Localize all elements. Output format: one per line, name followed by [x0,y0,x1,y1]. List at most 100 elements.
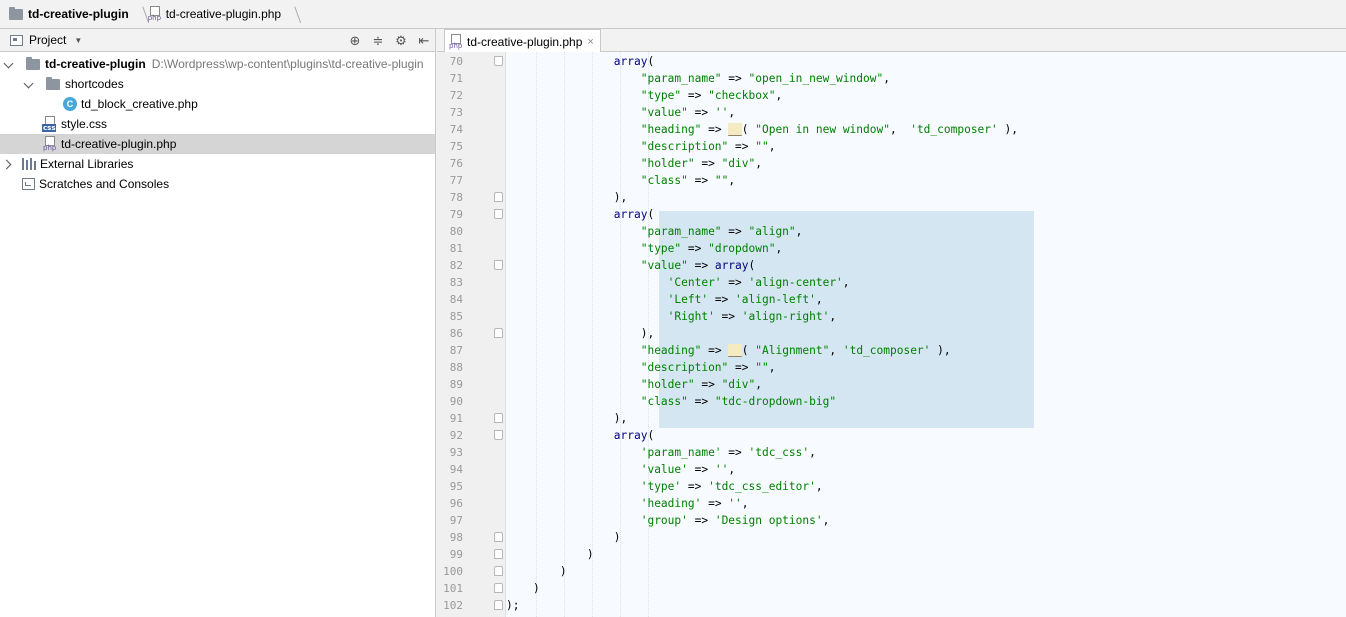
tree-item-td-creative-plugin-php[interactable]: php td-creative-plugin.php [0,134,435,154]
chevron-down-icon[interactable] [22,77,36,91]
code-text: 'param_name' => 'tdc_css', [506,444,816,461]
code-text: ) [506,546,594,563]
code-punctuation: => [687,259,715,272]
code-text: 'Center' => 'align-center', [506,274,850,291]
line-number: 93 [449,446,463,459]
breadcrumb-file[interactable]: php td-creative-plugin.php [148,0,281,29]
code-punctuation: , [883,72,890,85]
code-punctuation: => [681,242,709,255]
code-line[interactable]: 98 ) [437,529,1346,546]
code-punctuation: , [741,497,749,510]
gear-icon[interactable]: ⚙ [395,32,407,48]
code-line[interactable]: 88 "description" => "", [437,359,1346,376]
tree-item-td-block-creative[interactable]: C td_block_creative.php [0,94,435,114]
code-line[interactable]: 99 ) [437,546,1346,563]
indent-guide [648,52,649,617]
code-string: 'Left' [667,293,709,306]
code-line[interactable]: 71 "param_name" => "open_in_new_window", [437,70,1346,87]
code-string: 'param_name' [640,446,722,459]
code-indent [506,412,614,425]
code-line[interactable]: 75 "description" => "", [437,138,1346,155]
code-line[interactable]: 72 "type" => "checkbox", [437,87,1346,104]
line-number: 80 [449,225,463,238]
code-editor[interactable]: 70 array(71 "param_name" => "open_in_new… [437,52,1346,617]
fold-end-icon[interactable] [494,328,503,338]
code-line[interactable]: 85 'Right' => 'align-right', [437,308,1346,325]
code-line[interactable]: 81 "type" => "dropdown", [437,240,1346,257]
fold-end-icon[interactable] [494,566,503,576]
code-line[interactable]: 93 'param_name' => 'tdc_css', [437,444,1346,461]
css-file-icon: css [42,116,58,132]
code-line[interactable]: 78 ), [437,189,1346,206]
tree-item-root[interactable]: td-creative-plugin D:\Wordpress\wp-conte… [0,54,435,74]
fold-start-icon[interactable] [494,430,503,440]
code-punctuation: ) [559,565,567,578]
code-line[interactable]: 95 'type' => 'tdc_css_editor', [437,478,1346,495]
chevron-down-icon[interactable]: ▼ [74,35,83,45]
breadcrumb-project-label: td-creative-plugin [28,7,129,21]
fold-end-icon[interactable] [494,583,503,593]
code-line[interactable]: 73 "value" => '', [437,104,1346,121]
fold-end-icon[interactable] [494,532,503,542]
code-line[interactable]: 89 "holder" => "div", [437,376,1346,393]
code-text: "param_name" => "open_in_new_window", [506,70,890,87]
fold-start-icon[interactable] [494,209,503,219]
code-line[interactable]: 90 "class" => "tdc-dropdown-big" [437,393,1346,410]
tree-item-shortcodes[interactable]: shortcodes [0,74,435,94]
code-line[interactable]: 82 "value" => array( [437,257,1346,274]
code-punctuation: => [721,225,749,238]
tree-item-external-libraries[interactable]: External Libraries [0,154,435,174]
code-line[interactable]: 74 "heading" => __( "Open in new window"… [437,121,1346,138]
project-view-selector[interactable]: Project [29,33,67,47]
breadcrumb-separator [284,0,296,29]
code-line[interactable]: 76 "holder" => "div", [437,155,1346,172]
tab-td-creative-plugin-php[interactable]: php td-creative-plugin.php × [444,29,601,53]
line-number-gutter [437,52,505,617]
code-indent [506,208,614,221]
tree-item-style-css[interactable]: css style.css [0,114,435,134]
code-line[interactable]: 102); [437,597,1346,614]
code-line[interactable]: 83 'Center' => 'align-center', [437,274,1346,291]
code-punctuation: , [755,378,762,391]
fold-end-icon[interactable] [494,549,503,559]
code-line[interactable]: 100 ) [437,563,1346,580]
code-line[interactable]: 77 "class" => "", [437,172,1346,189]
fold-end-icon[interactable] [494,600,503,610]
collapse-icon[interactable]: ≑ [372,32,384,48]
fold-end-icon[interactable] [494,192,503,202]
close-icon[interactable]: × [587,35,594,48]
breadcrumb-project[interactable]: td-creative-plugin [9,0,129,29]
fold-end-icon[interactable] [494,413,503,423]
code-punctuation: => [694,157,722,170]
code-line[interactable]: 70 array( [437,53,1346,70]
code-line[interactable]: 87 "heading" => __( "Alignment", 'td_com… [437,342,1346,359]
fold-start-icon[interactable] [494,260,503,270]
tree-item-scratches[interactable]: Scratches and Consoles [0,174,435,194]
code-line[interactable]: 84 'Left' => 'align-left', [437,291,1346,308]
tab-label: td-creative-plugin.php [467,34,583,49]
code-string: '' [728,497,742,510]
code-text: 'Left' => 'align-left', [506,291,823,308]
code-text: ), [506,325,654,342]
code-line[interactable]: 79 array( [437,206,1346,223]
code-line[interactable]: 96 'heading' => '', [437,495,1346,512]
code-line[interactable]: 91 ), [437,410,1346,427]
code-string: 'td_composer' [910,123,998,136]
breadcrumb-separator [132,0,144,29]
code-line[interactable]: 80 "param_name" => "align", [437,223,1346,240]
hide-icon[interactable]: ⇤ [418,32,430,48]
code-line[interactable]: 101 ) [437,580,1346,597]
code-line[interactable]: 97 'group' => 'Design options', [437,512,1346,529]
code-line[interactable]: 94 'value' => '', [437,461,1346,478]
code-line[interactable]: 86 ), [437,325,1346,342]
code-line[interactable]: 92 array( [437,427,1346,444]
folder-icon [46,76,60,90]
code-punctuation: , [775,242,783,255]
editor: php td-creative-plugin.php × 70 array(71… [437,29,1346,617]
chevron-right-icon[interactable] [2,157,16,171]
crosshair-icon[interactable]: ⊕ [349,32,361,48]
code-string: "param_name" [640,225,722,238]
chevron-down-icon[interactable] [2,57,16,71]
fold-start-icon[interactable] [494,56,503,66]
code-string: 'tdc_css_editor' [708,480,816,493]
